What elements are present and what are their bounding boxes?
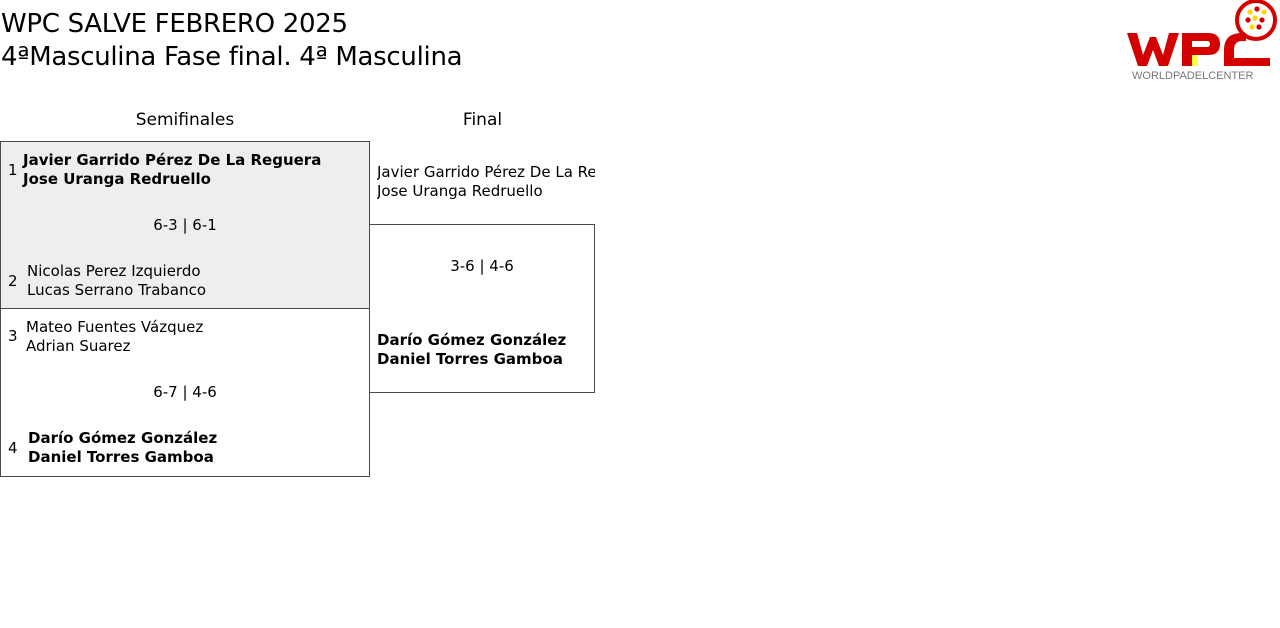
player-name: Lucas Serrano Trabanco (27, 281, 207, 299)
team-winner: Javier Garrido Pérez De La Reguera Jose … (23, 151, 321, 189)
player-name: Javier Garrido Pérez De La Reguera (23, 151, 322, 169)
category-title: 4ªMasculina Fase final. 4ª Masculina (1, 42, 463, 72)
semifinal-match-2[interactable]: 3 Mateo Fuentes Vázquez Adrian Suarez 6-… (0, 308, 370, 477)
player-name: Mateo Fuentes Vázquez (26, 318, 204, 336)
player-name: Daniel Torres Gamboa (28, 448, 214, 466)
team-loser: Nicolas Perez Izquierdo Lucas Serrano Tr… (27, 262, 206, 300)
wpc-logo: WORLDPADELCENTER (1124, 0, 1280, 86)
seed-number: 2 (8, 272, 18, 290)
wpc-logo-icon: WORLDPADELCENTER (1127, 0, 1277, 82)
team-loser: Mateo Fuentes Vázquez Adrian Suarez (26, 318, 203, 356)
semifinal-match-1[interactable]: 1 Javier Garrido Pérez De La Reguera Jos… (0, 141, 370, 309)
player-name: Darío Gómez González (377, 331, 567, 349)
seed-number: 4 (8, 439, 18, 457)
tournament-title: WPC SALVE FEBRERO 2025 (1, 9, 348, 39)
player-name: Daniel Torres Gamboa (377, 350, 563, 368)
round-heading-semifinal: Semifinales (135, 110, 235, 130)
round-heading-final: Final (462, 110, 503, 130)
player-name: Adrian Suarez (26, 337, 131, 355)
player-name: Darío Gómez González (28, 429, 218, 447)
final-team-1: Javier Garrido Pérez De La Reguera Jose … (377, 163, 595, 201)
player-name: Javier Garrido Pérez De La Reguera (377, 163, 595, 181)
seed-number: 3 (8, 327, 18, 345)
seed-number: 1 (8, 161, 18, 179)
match-score: 3-6 | 4-6 (450, 257, 514, 275)
final-match[interactable]: 3-6 | 4-6 Darío Gómez González Daniel To… (369, 224, 595, 393)
player-name: Jose Uranga Redruello (377, 182, 543, 200)
match-score: 6-7 | 4-6 (153, 383, 217, 401)
match-score: 6-3 | 6-1 (153, 216, 217, 234)
team-winner: Darío Gómez González Daniel Torres Gambo… (28, 429, 217, 467)
logo-wordmark: WORLDPADELCENTER (1132, 70, 1253, 82)
team-winner: Darío Gómez González Daniel Torres Gambo… (377, 331, 566, 369)
player-name: Nicolas Perez Izquierdo (27, 262, 201, 280)
player-name: Jose Uranga Redruello (23, 170, 211, 188)
